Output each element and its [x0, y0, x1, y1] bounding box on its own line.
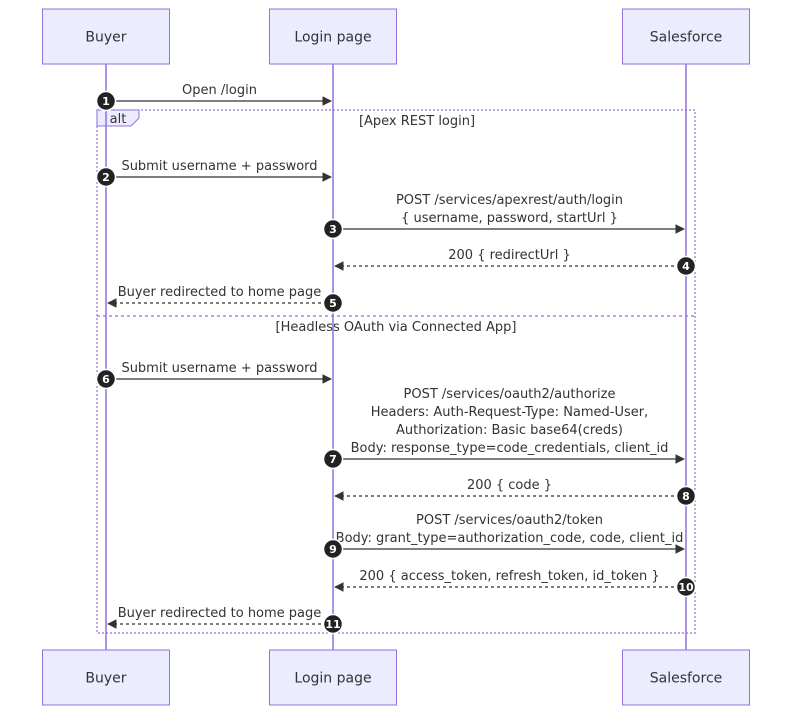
message-3: POST /services/apexrest/auth/login { user…	[322, 193, 685, 240]
sequence-number: 5	[329, 297, 337, 310]
participant-label: Buyer	[85, 30, 126, 46]
alt-keyword-label: alt	[110, 112, 127, 127]
message-label: POST /services/oauth2/token	[416, 513, 603, 528]
sequence-number: 3	[329, 223, 337, 236]
sequence-number: 10	[678, 581, 694, 594]
message-10: 200 { access_token, refresh_token, id_to…	[334, 569, 697, 598]
sequence-number: 9	[329, 543, 337, 556]
sequence-number-badge	[95, 368, 117, 390]
message-2: Submit username + password 2	[95, 159, 332, 188]
message-label: 200 { code }	[467, 478, 552, 493]
sequence-number: 2	[102, 171, 110, 184]
participant-box	[42, 8, 170, 65]
sequence-number-badge	[95, 90, 117, 112]
sequence-number-badge	[322, 538, 344, 560]
message-label: Authorization: Basic base64(creds)	[396, 423, 623, 438]
sequence-number-badge	[675, 485, 697, 507]
message-8: 200 { code } 8	[334, 478, 697, 507]
sequence-number-badge	[322, 292, 344, 314]
sequence-number: 6	[102, 373, 110, 386]
sequence-number: 8	[682, 490, 690, 503]
message-label: POST /services/oauth2/authorize	[404, 387, 616, 402]
participant-box	[269, 649, 397, 706]
participant-box	[622, 649, 750, 706]
message-label: Submit username + password	[121, 159, 317, 174]
message-label: Headers: Auth-Request-Type: Named-User,	[371, 405, 649, 420]
participant-box	[42, 649, 170, 706]
message-label: Body: response_type=code_credentials, cl…	[351, 441, 669, 456]
sequence-number-badge	[675, 255, 697, 277]
message-label: POST /services/apexrest/auth/login	[396, 193, 623, 208]
alt-section-condition: [Apex REST login]	[359, 114, 475, 129]
message-label: Open /login	[182, 83, 257, 98]
message-label: { username, password, startUrl }	[401, 211, 618, 226]
participant-login-bottom: Login page	[269, 649, 397, 706]
participant-sf-top: Salesforce	[622, 8, 750, 65]
sequence-number: 1	[102, 95, 110, 108]
participant-buyer-top: Buyer	[42, 8, 170, 65]
sequence-number-badge	[675, 576, 697, 598]
participant-buyer-bottom: Buyer	[42, 649, 170, 706]
message-label: Body: grant_type=authorization_code, cod…	[336, 531, 684, 546]
sequence-number-badge	[322, 613, 344, 635]
sequence-number: 4	[682, 260, 690, 273]
participant-box	[269, 8, 397, 65]
message-label: Submit username + password	[121, 361, 317, 376]
sequence-number-badge	[95, 166, 117, 188]
message-7: POST /services/oauth2/authorizeHeaders: …	[322, 387, 685, 470]
message-label: Buyer redirected to home page	[118, 606, 322, 621]
participant-label: Login page	[294, 30, 371, 46]
participant-login-top: Login page	[269, 8, 397, 65]
alt-keyword-tab	[96, 109, 140, 127]
participant-label: Login page	[294, 671, 371, 687]
message-4: 200 { redirectUrl } 4	[334, 248, 697, 277]
participant-box	[622, 8, 750, 65]
sequence-number: 7	[329, 453, 337, 466]
message-label: Buyer redirected to home page	[118, 285, 322, 300]
message-label: 200 { access_token, refresh_token, id_to…	[359, 569, 659, 584]
sequence-number-badge	[322, 448, 344, 470]
message-5: Buyer redirected to home page 5	[107, 285, 344, 314]
alt-section-condition: [Headless OAuth via Connected App]	[276, 320, 517, 335]
participant-label: Buyer	[85, 671, 126, 687]
participant-label: Salesforce	[650, 671, 723, 687]
sequence-number: 11	[325, 618, 340, 631]
alt-frame-border	[96, 109, 696, 634]
message-6: Submit username + password 6	[95, 361, 332, 390]
message-label: 200 { redirectUrl }	[448, 248, 570, 263]
message-1: Open /login 1	[95, 83, 332, 112]
alt-frame: alt [Apex REST login] [Headless OAuth via …	[96, 109, 696, 634]
sequence-number-badge	[322, 218, 344, 240]
participant-label: Salesforce	[650, 30, 723, 46]
participant-sf-bottom: Salesforce	[622, 649, 750, 706]
